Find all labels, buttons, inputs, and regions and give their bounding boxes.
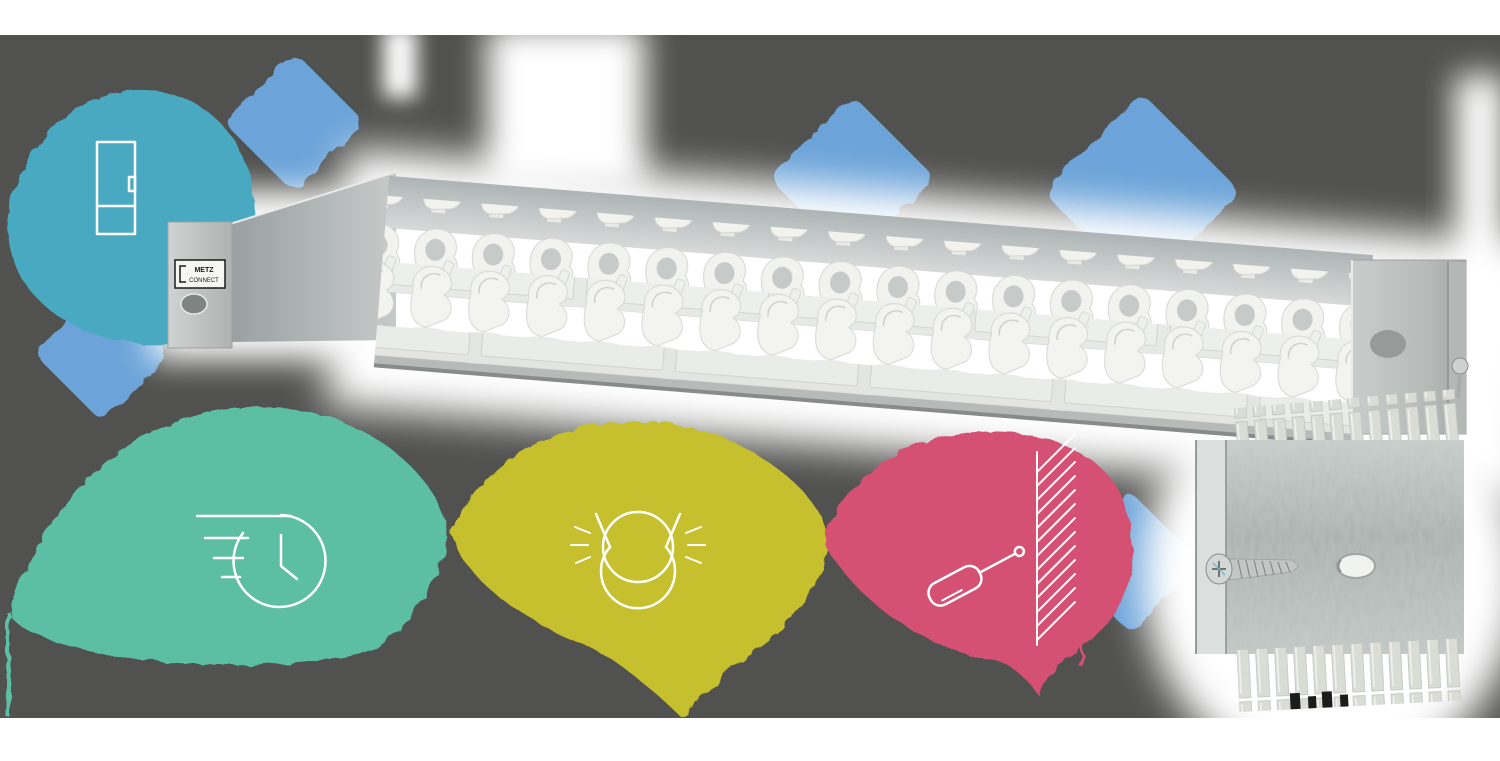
network-cabinet-icon (95, 140, 137, 236)
glow-column (383, 26, 417, 98)
bracket-oval-hole (1370, 330, 1406, 358)
bracket-screw (1451, 357, 1469, 375)
blue-diamond (227, 55, 357, 185)
pink-blob (822, 428, 1132, 695)
front-clip-row (376, 247, 1368, 411)
speed-clock-icon (195, 513, 327, 609)
blob-icons (95, 140, 1076, 646)
brand-bracket-mark (179, 265, 186, 283)
green-drip (4, 610, 8, 715)
teeth-dark-marks (1289, 691, 1349, 710)
left-mounting-bracket: METZ CONNECT (167, 221, 233, 349)
yellow-blob (450, 419, 829, 716)
wall-hatch (1036, 433, 1076, 646)
panel-rail (373, 175, 1374, 447)
snap-in-click-icon (570, 510, 706, 610)
pink-drip (1079, 638, 1082, 666)
glow-column (487, 26, 645, 191)
patch-panel: METZ CONNECT (167, 171, 1469, 447)
screwdriver-wall-mount-icon (927, 433, 1076, 646)
plate-oval-hole (1336, 553, 1376, 579)
brand-line2: CONNECT (189, 278, 219, 284)
plate-bottom-teeth (1236, 638, 1464, 713)
wall-plate-closeup (1195, 388, 1464, 713)
rail-base (374, 355, 1359, 444)
green-blob (8, 404, 447, 664)
mounting-screw (1205, 553, 1300, 585)
brand-line1: METZ (194, 267, 214, 274)
bracket-hole (180, 293, 208, 315)
plate-fold (1196, 440, 1226, 654)
brand-label: METZ CONNECT (174, 259, 226, 289)
color-blobs (4, 87, 1132, 716)
panel-left-side-plate (230, 172, 396, 342)
